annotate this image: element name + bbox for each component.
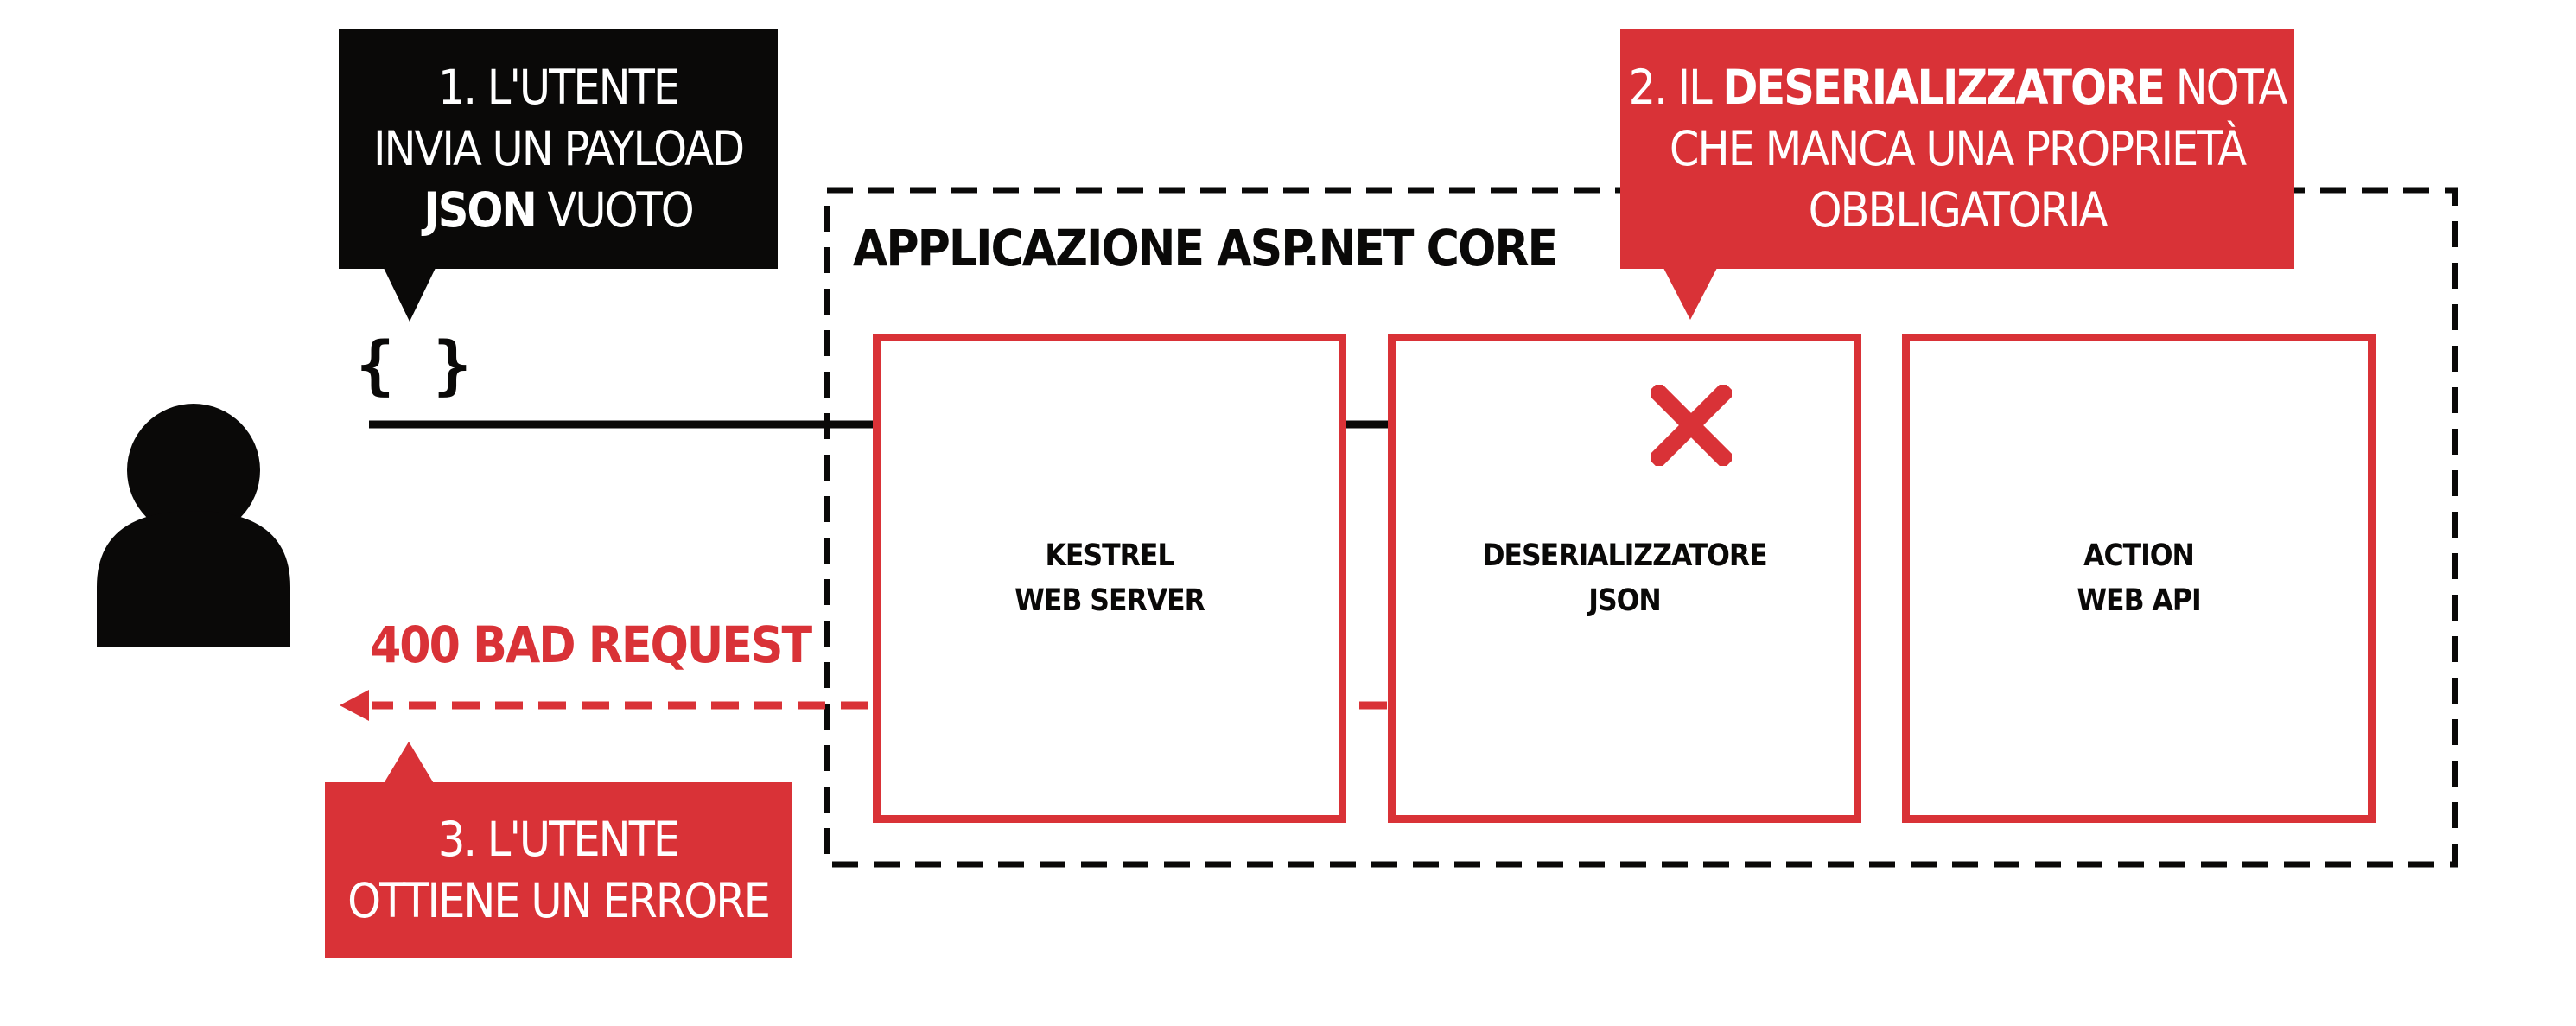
callout-user-sends-pointer (384, 268, 436, 322)
callout-line: 1. L'UTENTE (437, 60, 680, 115)
component-kestrel-web-server: KESTREL WEB SERVER (873, 334, 1346, 823)
callout-line: INVIA UN PAYLOAD (372, 121, 745, 176)
component-label: WEB SERVER (1014, 583, 1205, 618)
callout-bold-word: DESERIALIZZATORE (1722, 60, 2166, 115)
callout-user-error-pointer (383, 742, 435, 785)
component-label: ACTION (2083, 538, 2195, 573)
component-label: JSON (1588, 583, 1661, 618)
callout-line-prefix: 2. IL (1628, 60, 1723, 115)
callout-user-sends-payload: 1. L'UTENTE INVIA UN PAYLOAD JSON VUOTO (339, 29, 778, 269)
component-json-deserializer: DESERIALIZZATORE JSON (1388, 334, 1861, 823)
callout-line: OBBLIGATORIA (1808, 182, 2109, 238)
component-label: KESTREL (1045, 538, 1175, 573)
callout-line: OTTIENE UN ERRORE (347, 872, 771, 928)
callout-bold-word: JSON (423, 182, 537, 238)
application-title: APPLICAZIONE ASP.NET CORE (853, 219, 1558, 277)
bad-request-status: 400 BAD REQUEST (370, 615, 812, 674)
callout-line: CHE MANCA UNA PROPRIETÀ (1669, 121, 2247, 176)
error-x-icon (1651, 385, 1732, 466)
callout-line-suffix: NOTA (2163, 60, 2288, 115)
callout-deserializer-pointer (1663, 268, 1717, 320)
component-label: DESERIALIZZATORE (1482, 538, 1767, 573)
callout-line: 3. L'UTENTE (437, 811, 680, 867)
component-web-api-action: ACTION WEB API (1902, 334, 2376, 823)
empty-json-payload: { } (356, 328, 472, 403)
callout-user-gets-error: 3. L'UTENTE OTTIENE UN ERRORE (325, 782, 792, 958)
callout-line: 2. IL DESERIALIZZATORE NOTA (1628, 57, 2288, 118)
user-silhouette-icon (97, 404, 290, 647)
error-return-arrowhead (340, 690, 369, 721)
callout-line: JSON VUOTO (423, 180, 695, 241)
callout-deserializer-notes: 2. IL DESERIALIZZATORE NOTA CHE MANCA UN… (1620, 29, 2294, 269)
callout-line-rest: VUOTO (535, 182, 695, 238)
component-label: WEB API (2077, 583, 2201, 618)
